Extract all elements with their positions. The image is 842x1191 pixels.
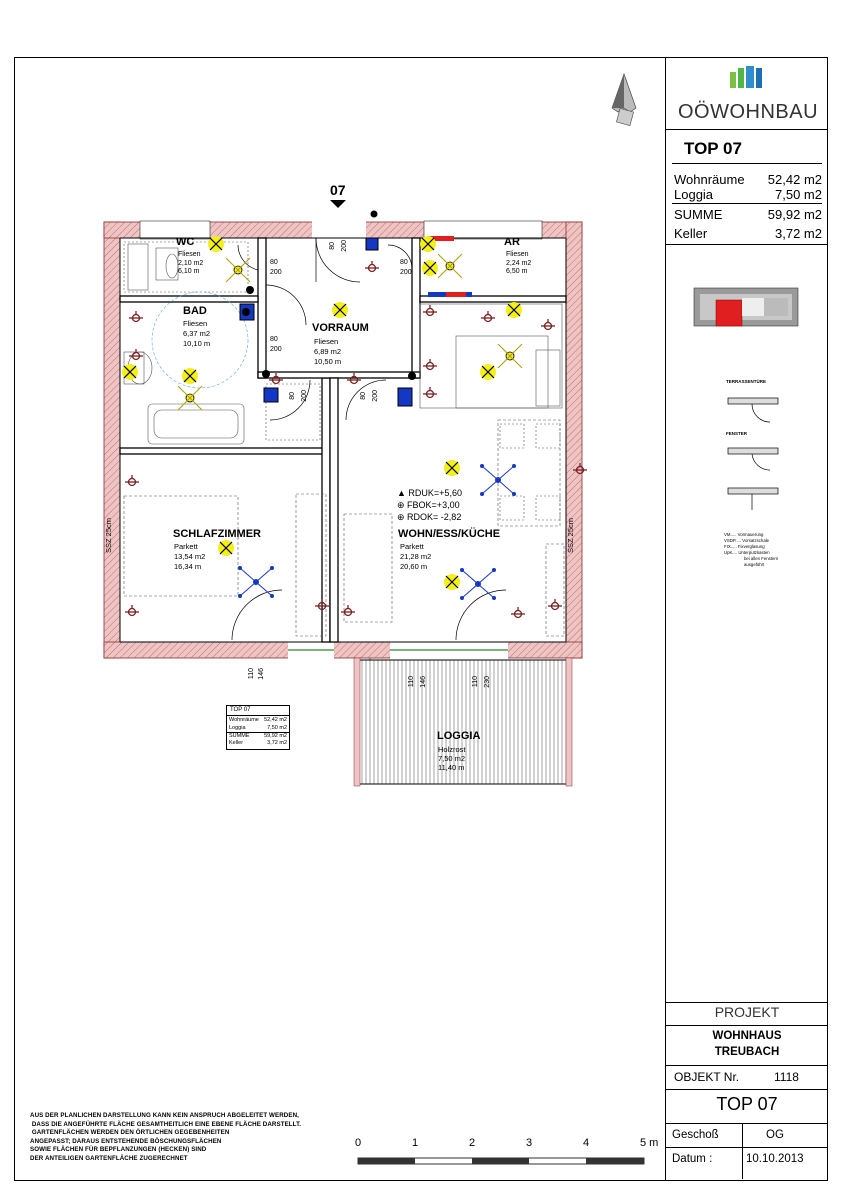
scale-tick-2: 2 [469,1137,476,1149]
window-dim-wohn-w: 110 [408,676,415,688]
drawing-frame [14,57,828,1181]
switch-box-schlaf [263,387,279,403]
door-dim-loggia-h: 230 [484,676,491,688]
ssz-label-west: SSZ 25cm [104,518,113,554]
sidebar-top-title: TOP 07 [684,139,742,158]
north-arrow [611,72,637,126]
wall-west [103,221,121,659]
wall-east [565,221,583,659]
datum-label: Datum : [672,1153,713,1165]
door-dim-entry-h: 200 [341,240,348,252]
projekt-name-2: TREUBACH [714,1046,780,1058]
legend-symbols [727,397,779,510]
window-dim-wohn-h: 146 [420,676,427,688]
scale-tick-1: 1 [412,1137,419,1149]
window-dim-schlaf-h: 146 [258,668,265,680]
key-plan [693,287,799,327]
door-dim-schlaf-w: 80 [289,392,296,400]
room-wohn-name: WOHN/ESS/KÜCHE [398,528,501,540]
objekt-value: 1118 [774,1070,799,1084]
door-dim-wohn-w: 80 [360,392,367,400]
room-vorraum-name: VORRAUM [312,322,369,334]
door-swings [231,237,507,641]
geschoss-value: OG [766,1129,784,1141]
top-big-label: TOP 07 [716,1094,778,1114]
scale-tick-5: 5 m [640,1137,659,1149]
disclaimer: AUS DER PLANLICHEN DARSTELLUNG KANN KEIN… [30,1112,302,1162]
datum-value: 10.10.2013 [746,1153,804,1165]
door-dim-loggia-w: 110 [472,676,479,688]
room-wc-name: WC [176,236,195,248]
room-bad-name: BAD [183,305,207,317]
room-ar-name: AR [504,236,520,248]
geschoss-label: Geschoß [672,1129,719,1141]
door-dim-schlaf-h: 200 [301,390,308,402]
projekt-label: PROJEKT [714,1004,780,1020]
level-info: ▲ RDUK=+5,60 ⊕ FBOK=+3,00 ⊕ RDOK= -2,82 [397,488,462,522]
switch-box-entry [365,237,379,251]
entrance-arrow [330,200,346,208]
scale-bar [357,1157,645,1165]
scale-tick-3: 3 [526,1137,533,1149]
logo-icon [730,66,762,88]
projekt-name-1: WOHNHAUS [712,1030,782,1042]
company-logo: OÖWOHNBAU [678,101,819,123]
legend-fenster: FENSTER [726,431,748,436]
window-dim-schlaf-w: 110 [248,668,255,680]
loggia-deck [355,659,569,785]
room-schlaf-name: SCHLAFZIMMER [173,528,261,540]
door-dim-wohn-h: 200 [372,390,379,402]
wall-south [103,641,583,659]
furniture [123,241,565,637]
legend-terrassentuer: TERRASSENTÜRE [726,379,767,384]
ssz-label-east: SSZ 25cm [566,518,575,554]
objekt-label: OBJEKT Nr. [674,1070,740,1084]
entrance-label: 07 [330,182,346,198]
interior-walls [119,237,567,643]
heating-bar [428,236,454,241]
scale-tick-0: 0 [355,1137,362,1149]
scale-tick-4: 4 [583,1137,590,1149]
room-loggia-name: LOGGIA [437,730,481,742]
door-dim-entry-w: 80 [329,242,336,250]
switch-box-vorraum [397,387,413,407]
